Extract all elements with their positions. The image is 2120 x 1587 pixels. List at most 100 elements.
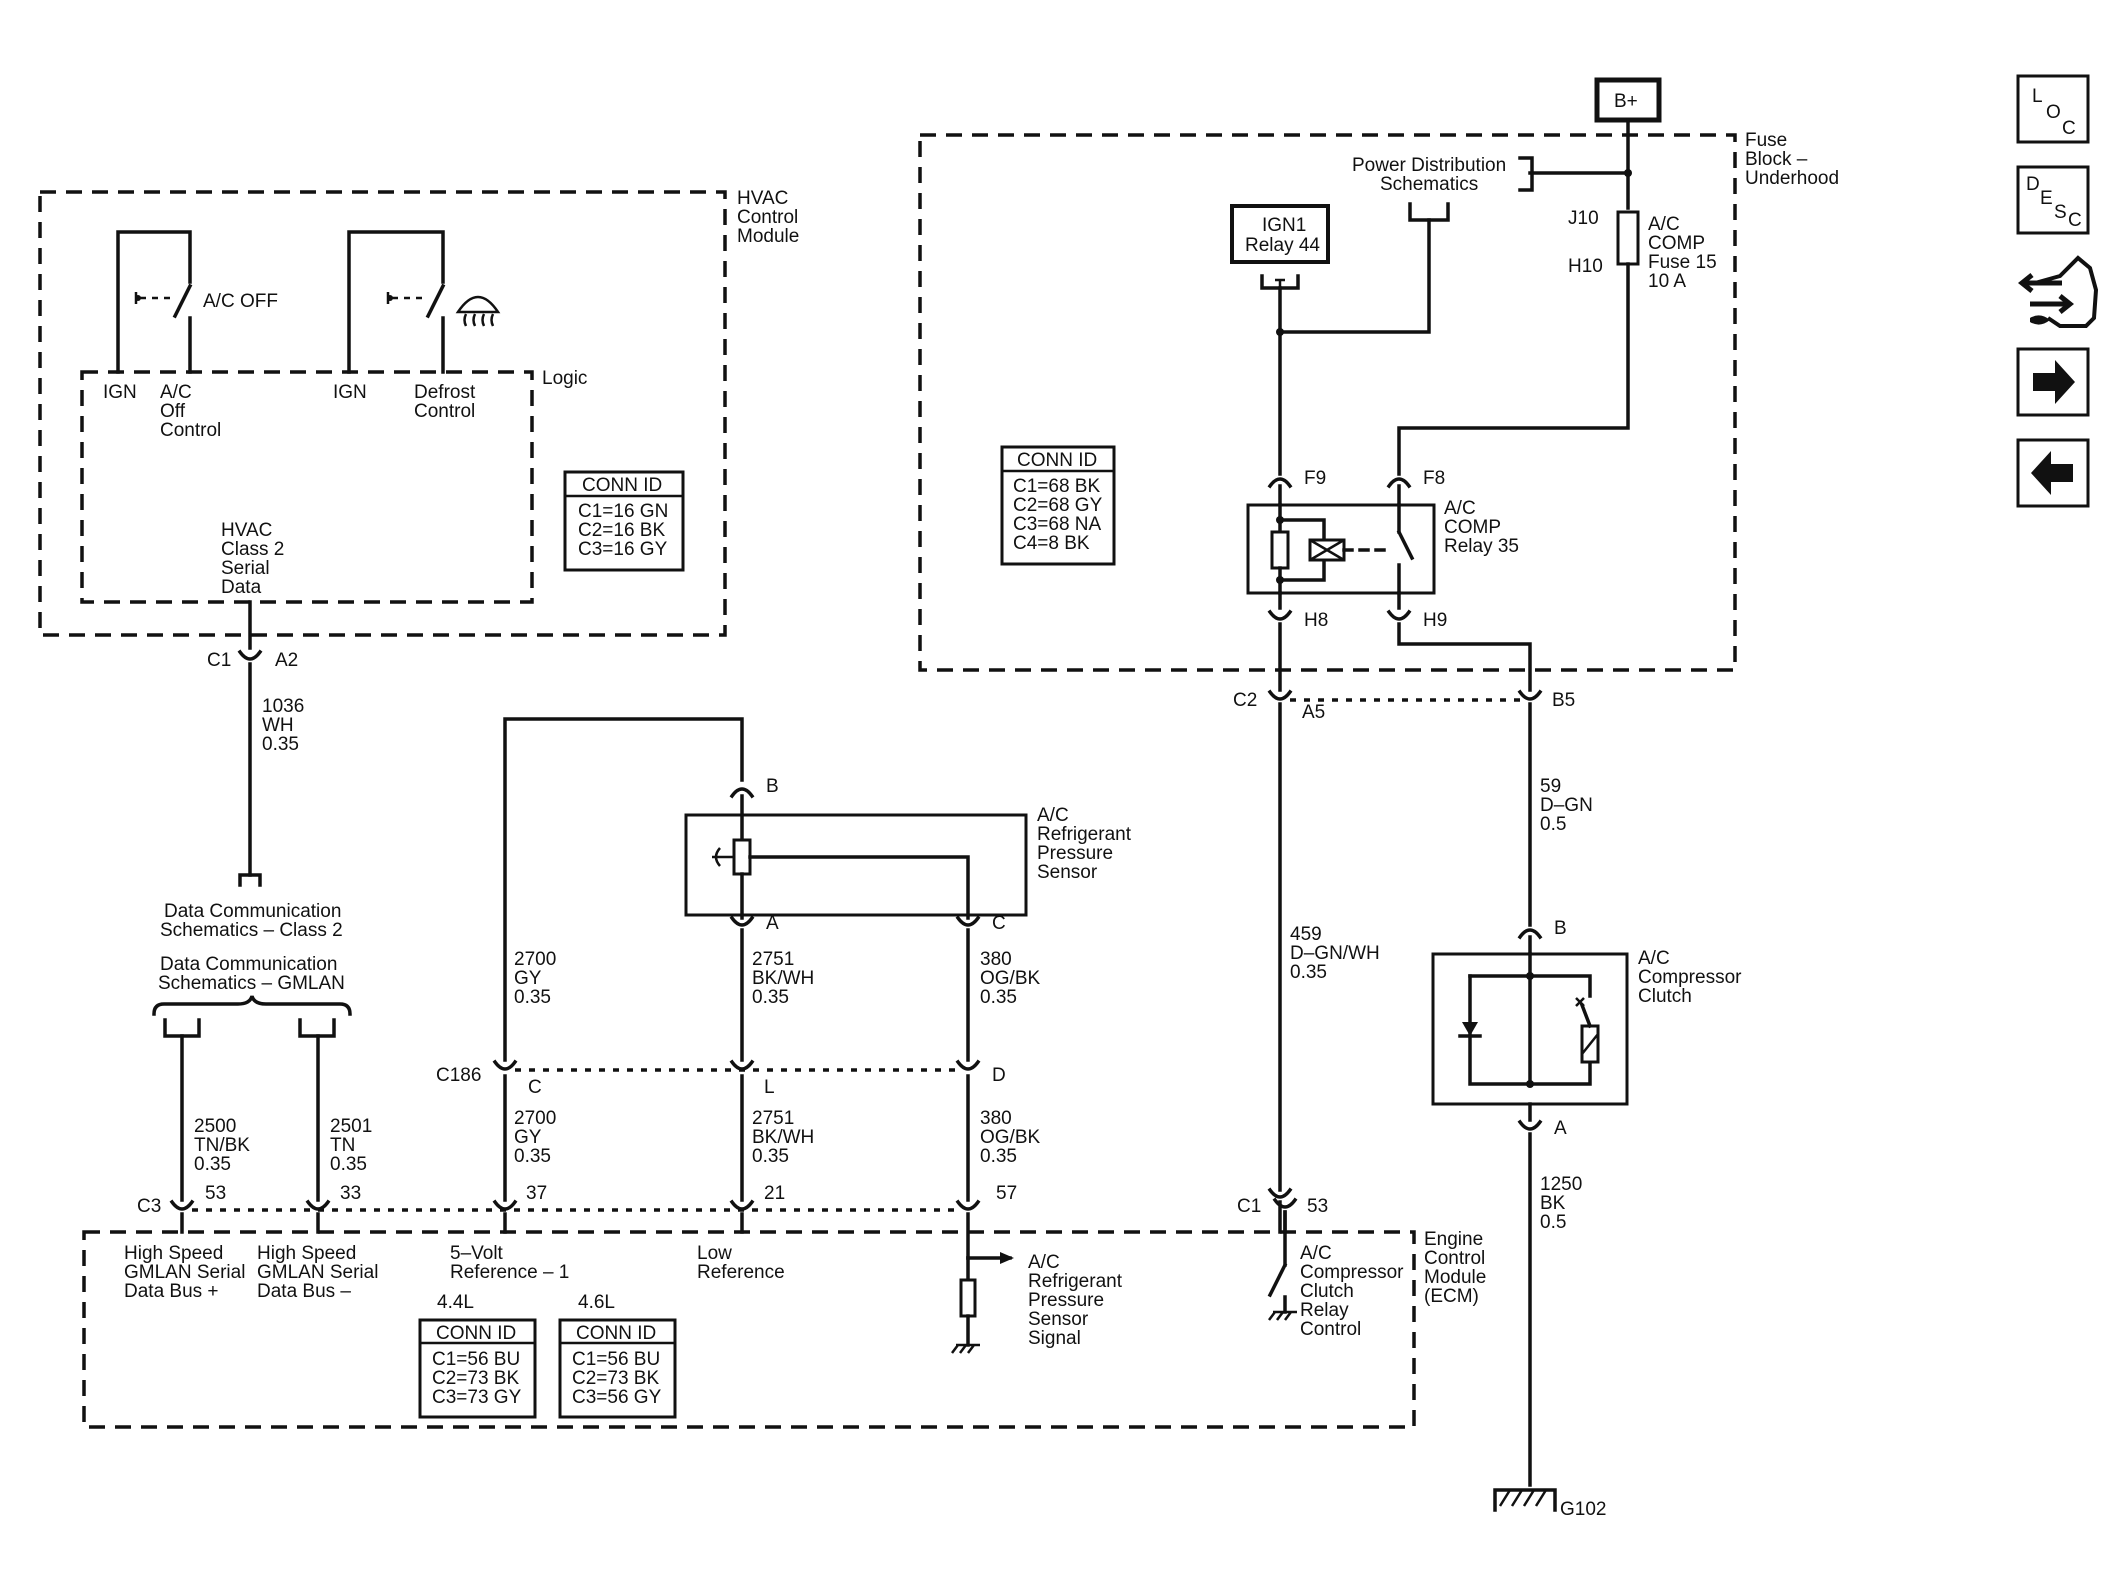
hvac-conn-c3: C3=16 GY: [578, 539, 668, 560]
conn44-c3: C3=73 GY: [432, 1387, 522, 1408]
hvac-conn-c1: C1=16 GN: [578, 501, 668, 522]
ecm-relay-ctrl-2: Compressor: [1300, 1262, 1404, 1283]
loc-button[interactable]: L O C: [2016, 74, 2090, 144]
desc-button[interactable]: D E S C: [2016, 165, 2090, 235]
hvac-conn-c2: C2=16 BK: [578, 520, 665, 541]
fb-conn-c1: C1=68 BK: [1013, 476, 1100, 497]
ecm-5v-ref-2: Reference – 1: [450, 1262, 569, 1283]
clutch-label-2: Compressor: [1638, 967, 1742, 988]
hvac-pin-defrost-2: Control: [414, 401, 475, 422]
wire-2751-color-2: BK/WH: [752, 1127, 814, 1148]
ecm-5v-ref-1: 5–Volt: [450, 1243, 504, 1264]
hvac-serial-1: HVAC: [221, 520, 272, 541]
conn46-c1: C1=56 BU: [572, 1349, 660, 1370]
arrow-right-icon[interactable]: [2016, 347, 2090, 417]
ecm-c3-pin-21: 21: [764, 1183, 785, 1204]
sensor-pin-b: B: [766, 776, 779, 797]
hvac-conn-id-table: CONN ID C1=16 GN C2=16 BK C3=16 GY: [563, 470, 685, 572]
wire-1250-gauge: 0.5: [1540, 1212, 1566, 1233]
hvac-conn-title: CONN ID: [582, 475, 662, 496]
hvac-pin-defrost-1: Defrost: [414, 382, 476, 403]
hvac-serial-4: Data: [221, 577, 262, 598]
ecm-signal-4: Sensor: [1028, 1309, 1089, 1330]
wire-2751-num-2: 2751: [752, 1108, 794, 1129]
ign-relay-2: Relay 44: [1245, 235, 1320, 256]
ign1-relay-44: [1230, 204, 1330, 264]
wire-2700-gauge-2: 0.35: [514, 1146, 551, 1167]
wire-1036-gauge: 0.35: [262, 734, 299, 755]
ecm-hs-minus-1: High Speed: [257, 1243, 356, 1264]
ecm-title-1: Engine: [1424, 1229, 1483, 1250]
wire-2700-color-1: GY: [514, 968, 542, 989]
conn46-engine: 4.6L: [578, 1292, 615, 1313]
ac-compressor-clutch: B A/C Compressor Clutch A: [1431, 918, 1742, 1487]
fuse-block-title-1: Fuse: [1745, 130, 1787, 151]
data-comm-gmlan-1: Data Communication: [160, 954, 337, 975]
wire-380-gauge-2: 0.35: [980, 1146, 1017, 1167]
data-comm-class2-1: Data Communication: [164, 901, 341, 922]
relay-label-2: COMP: [1444, 517, 1501, 538]
ecm-low-ref-1: Low: [697, 1243, 732, 1264]
ecm-low-ref-2: Reference: [697, 1262, 785, 1283]
hvac-pin-ign-2: IGN: [333, 382, 367, 403]
conn46-c2: C2=73 BK: [572, 1368, 659, 1389]
wire-59-num: 59: [1540, 776, 1561, 797]
sensor-label-4: Sensor: [1037, 862, 1098, 883]
fb-conn-title: CONN ID: [1017, 450, 1097, 471]
conn46-title: CONN ID: [576, 1323, 656, 1344]
wire-2700-num-1: 2700: [514, 949, 556, 970]
clutch-label-1: A/C: [1638, 948, 1670, 969]
fb-conn-c4: C4=8 BK: [1013, 533, 1090, 554]
desc-letter-e: E: [2040, 188, 2053, 209]
wire-1250-num: 1250: [1540, 1174, 1582, 1195]
desc-letter-s: S: [2054, 202, 2067, 223]
hvac-pin-ign-1: IGN: [103, 382, 137, 403]
connector-c186: C186 C L D: [436, 1059, 1006, 1202]
c186-pin-d: D: [992, 1065, 1006, 1086]
fb-conn-c3: C3=68 NA: [1013, 514, 1102, 535]
hvac-c1-pin: A2: [275, 650, 298, 671]
ground-label: G102: [1560, 1499, 1606, 1520]
ecm-relay-ctrl-1: A/C: [1300, 1243, 1332, 1264]
fuse-block-title-2: Block –: [1745, 149, 1808, 170]
wire-459-gauge: 0.35: [1290, 962, 1327, 983]
sensor-label-2: Refrigerant: [1037, 824, 1132, 845]
fuse-block-title-3: Underhood: [1745, 168, 1839, 189]
conn44-c1: C1=56 BU: [432, 1349, 520, 1370]
ecm-c3-pin-57: 57: [996, 1183, 1017, 1204]
ecm-hs-minus-3: Data Bus –: [257, 1281, 351, 1302]
hvac-serial-2: Class 2: [221, 539, 284, 560]
ecm-conn-id-table-4-6l: CONN ID C1=56 BU C2=73 BK C3=56 GY: [558, 1318, 677, 1419]
relay-pin-f9: F9: [1304, 468, 1326, 489]
clutch-label-3: Clutch: [1638, 986, 1692, 1007]
wire-59-gauge: 0.5: [1540, 814, 1566, 835]
wire-2501-gauge: 0.35: [330, 1154, 367, 1175]
relay-pin-h9: H9: [1423, 610, 1447, 631]
wire-459-color: D–GN/WH: [1290, 943, 1380, 964]
wire-2500-num: 2500: [194, 1116, 236, 1137]
connector-c2: C2 A5 B5: [1233, 689, 1575, 1192]
wire-380-num-1: 380: [980, 949, 1012, 970]
data-comm-class2-2: Schematics – Class 2: [160, 920, 343, 941]
ground-g102: G102: [1493, 1488, 1606, 1520]
defrost-icon: [455, 295, 501, 327]
arrow-left-icon[interactable]: [2016, 438, 2090, 508]
loc-letter-o: O: [2046, 102, 2061, 123]
wire-2700-num-2: 2700: [514, 1108, 556, 1129]
wire-2700-gauge-1: 0.35: [514, 987, 551, 1008]
wire-380-color-2: OG/BK: [980, 1127, 1041, 1148]
ign-relay-1: IGN1: [1262, 215, 1306, 236]
conn44-engine: 4.4L: [437, 1292, 474, 1313]
wire-2500-color: TN/BK: [194, 1135, 250, 1156]
hvac-title-3: Module: [737, 226, 799, 247]
wire-380-color-1: OG/BK: [980, 968, 1041, 989]
fuse-label-2: COMP: [1648, 233, 1705, 254]
fb-conn-c2: C2=68 GY: [1013, 495, 1103, 516]
hvac-serial-3: Serial: [221, 558, 270, 579]
data-comm-gmlan-2: Schematics – GMLAN: [158, 973, 345, 994]
desc-letter-c: C: [2068, 210, 2082, 231]
ac-off-switch-label: A/C OFF: [203, 291, 278, 312]
hand-arrows-icon[interactable]: [2017, 255, 2099, 328]
hvac-pin-ac-off-2: Off: [160, 401, 186, 422]
